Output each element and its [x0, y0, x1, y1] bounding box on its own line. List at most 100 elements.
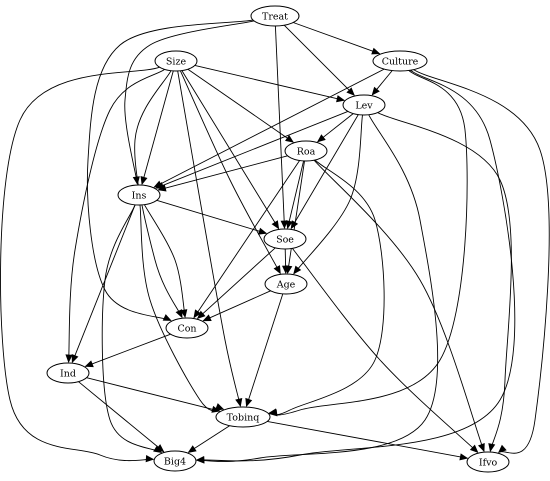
arrowhead-icon [155, 444, 165, 453]
edge-ins-con [144, 204, 188, 318]
arrowhead-icon [258, 227, 268, 235]
node-ellipse [284, 140, 328, 162]
edge-line [156, 110, 349, 189]
edge-roa-soe [285, 160, 305, 230]
edge-soe-age [281, 248, 290, 275]
arrowhead-icon [268, 408, 277, 416]
arrowhead-icon [273, 265, 281, 275]
edge-ins-tobinq [139, 204, 225, 412]
edge-line [194, 64, 345, 101]
edge-lev-age [293, 114, 363, 275]
arrowhead-icon [71, 354, 79, 364]
node-ellipse [250, 5, 300, 27]
edge-line [197, 247, 276, 319]
arrowhead-icon [281, 265, 290, 275]
arrowhead-icon [346, 87, 355, 96]
edge-line [187, 68, 294, 143]
edge-line [124, 20, 255, 185]
arrowhead-icon [371, 86, 380, 96]
edge-roa-age [285, 160, 305, 274]
node-ellipse [372, 50, 428, 72]
arrowhead-icon [132, 176, 140, 186]
arrowhead-icon [293, 265, 302, 275]
edge-soe-ifvo [292, 248, 479, 453]
node-treat[interactable]: Treat [250, 5, 300, 27]
node-ellipse [153, 450, 197, 472]
node-ins[interactable]: Ins [117, 184, 161, 206]
edge-ind-tobinq [86, 377, 221, 413]
arrowhead-icon [488, 443, 496, 453]
edge-size-age [179, 70, 281, 275]
edge-treat-lev [283, 24, 355, 96]
edge-line [101, 204, 162, 453]
node-label: Treat [262, 11, 288, 22]
arrowhead-icon [271, 220, 280, 230]
edge-line [287, 160, 305, 229]
node-ellipse [466, 451, 510, 473]
edge-con-ind [84, 333, 171, 368]
node-culture[interactable]: Culture [372, 50, 428, 72]
node-age[interactable]: Age [264, 273, 308, 295]
arrowhead-icon [280, 220, 288, 230]
edge-line [377, 112, 512, 452]
edge-soe-con [196, 247, 276, 320]
arrowhead-icon [193, 309, 202, 319]
arrowhead-icon [497, 444, 507, 454]
edge-size-roa [187, 68, 294, 143]
edge-roa-tobinq [268, 159, 385, 416]
edge-roa-con [193, 160, 300, 319]
node-ifvo[interactable]: Ifvo [466, 451, 510, 473]
edge-line [177, 70, 241, 407]
arrowhead-icon [157, 184, 167, 192]
edge-treat-con [86, 19, 254, 321]
edge-line [85, 333, 171, 367]
node-label: Con [177, 323, 196, 334]
arrowhead-icon [469, 444, 479, 453]
edge-size-lev [194, 64, 346, 103]
arrowhead-icon [187, 445, 197, 453]
edge-culture-ins [153, 68, 385, 188]
node-con[interactable]: Con [165, 317, 209, 339]
edge-line [0, 66, 160, 462]
edge-roa-ifvo [313, 159, 485, 453]
edge-line [246, 293, 284, 407]
edge-line [86, 377, 220, 412]
node-ind[interactable]: Ind [46, 362, 90, 384]
edge-size-ins [140, 70, 174, 186]
edge-roa-ins [157, 155, 288, 192]
edge-lev-ifvo [377, 112, 512, 453]
arrowhead-icon [195, 456, 205, 464]
node-ellipse [342, 94, 386, 116]
edge-line [86, 19, 254, 321]
arrowhead-icon [162, 314, 172, 321]
node-lev[interactable]: Lev [342, 94, 386, 116]
node-label: Ind [60, 368, 76, 379]
arrowhead-icon [316, 134, 326, 143]
arrowhead-icon [371, 47, 381, 55]
node-label: Tobinq [227, 412, 260, 423]
edge-line [71, 204, 136, 363]
node-ellipse [46, 362, 90, 384]
edge-culture-big4 [195, 69, 516, 464]
edge-line [141, 70, 174, 185]
node-label: Ins [132, 190, 147, 201]
edge-line [413, 69, 550, 454]
node-label: Ifvo [479, 457, 498, 468]
edge-ins-big4 [101, 204, 163, 453]
node-roa[interactable]: Roa [284, 140, 328, 162]
edge-tobinq-big4 [187, 425, 230, 453]
node-big4[interactable]: Big4 [153, 450, 197, 472]
edge-ins-soe [156, 199, 268, 235]
edge-size-soe [181, 70, 280, 230]
arrowhead-icon [459, 453, 469, 461]
node-size[interactable]: Size [154, 50, 198, 72]
edge-size-ind [65, 69, 165, 364]
node-soe[interactable]: Soe [263, 228, 307, 250]
edge-age-tobinq [245, 293, 284, 408]
arrowhead-icon [215, 403, 225, 410]
node-tobinq[interactable]: Tobinq [215, 406, 271, 428]
edge-line [269, 159, 385, 416]
edge-line [293, 22, 380, 55]
edge-line [139, 204, 224, 412]
